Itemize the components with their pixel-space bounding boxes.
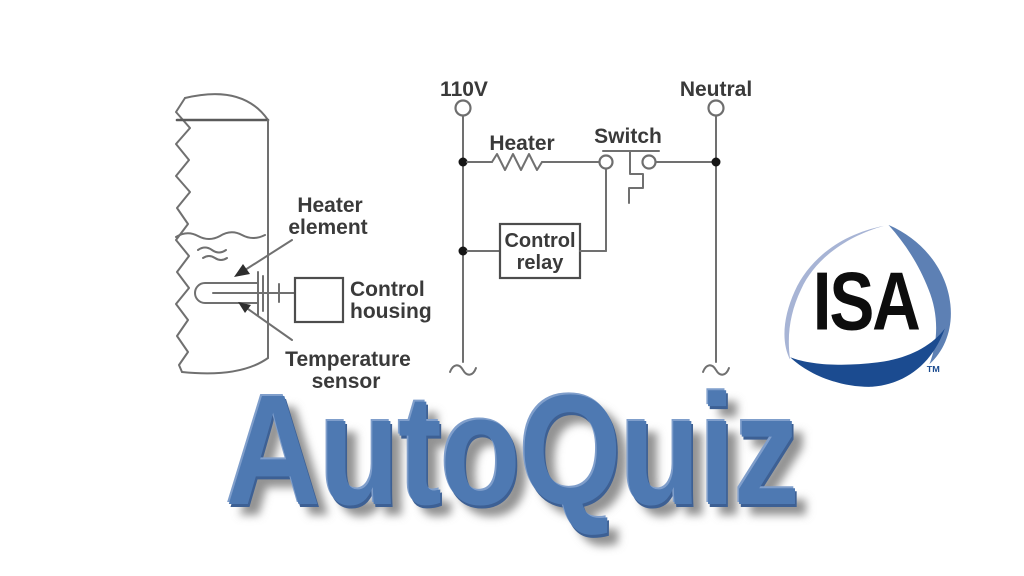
tank-left-torn-edge bbox=[175, 97, 191, 373]
tank-top-arc bbox=[184, 93, 269, 121]
isa-arc-mid bbox=[888, 224, 951, 365]
circuit-diagram: 110V Heater Switch Neutral bbox=[440, 78, 752, 376]
tank-bottom-arc bbox=[181, 357, 269, 375]
temperature-sensor-label-line2: sensor bbox=[312, 370, 381, 393]
control-housing-box bbox=[293, 276, 345, 324]
water-line bbox=[175, 231, 266, 240]
temperature-sensor-arrowhead bbox=[238, 302, 251, 313]
heater-label: Heater bbox=[489, 132, 554, 155]
isa-logo: ISA TM bbox=[784, 224, 951, 387]
supply-terminal-circle bbox=[454, 99, 472, 117]
isa-arc-dark bbox=[790, 328, 945, 387]
autoquiz-wordmark: AutoQuiz bbox=[225, 363, 800, 538]
junction-dot-relay bbox=[458, 246, 468, 256]
switch-left-contact bbox=[598, 154, 614, 170]
switch-actuator bbox=[628, 150, 644, 204]
isa-wordmark-group: ISA bbox=[813, 255, 922, 347]
isa-wordmark-text: ISA bbox=[813, 255, 920, 347]
control-housing-label-line2: housing bbox=[350, 300, 432, 323]
junction-dot-neutral bbox=[711, 157, 721, 167]
heater-element-arrowhead bbox=[234, 264, 250, 277]
water bbox=[175, 231, 266, 261]
switch-group: Switch bbox=[594, 125, 713, 204]
resistor-symbol bbox=[491, 153, 543, 171]
supply-voltage-label: 110V bbox=[440, 78, 488, 101]
water-ripple-1 bbox=[197, 246, 227, 254]
isa-trademark: TM bbox=[927, 364, 940, 374]
heater-element-label-line1: Heater bbox=[297, 194, 362, 217]
temperature-sensor-leader-line bbox=[247, 308, 293, 341]
heater-element-label-line2: element bbox=[288, 216, 367, 239]
heater-element-leader-line bbox=[244, 239, 293, 271]
control-relay-label-line1: Control bbox=[504, 230, 575, 252]
neutral-terminal-circle bbox=[707, 99, 725, 117]
temperature-sensor-label-line1: Temperature bbox=[285, 348, 411, 371]
control-relay-box bbox=[498, 222, 582, 280]
heater-branch: Heater bbox=[458, 132, 600, 171]
heater-element-shape bbox=[194, 282, 259, 304]
neutral-label: Neutral bbox=[680, 78, 752, 101]
control-relay-group: Control relay bbox=[458, 168, 607, 280]
supply-branch: 110V bbox=[440, 78, 488, 376]
switch-label: Switch bbox=[594, 125, 662, 148]
junction-dot-heater bbox=[458, 157, 468, 167]
tank-callouts: Heater element Control housing Temperatu… bbox=[234, 194, 432, 393]
control-relay-label-line2: relay bbox=[517, 252, 565, 274]
supply-break-squiggle bbox=[449, 364, 477, 376]
heater-assembly bbox=[194, 271, 345, 324]
switch-right-contact bbox=[641, 154, 657, 170]
control-housing-label-line1: Control bbox=[350, 278, 425, 301]
water-heater-diagram: Heater element Control housing Temperatu… bbox=[175, 93, 432, 393]
wordmark-container: AutoQuiz bbox=[0, 372, 1024, 529]
neutral-branch: Neutral bbox=[680, 78, 752, 376]
neutral-break-squiggle bbox=[702, 364, 730, 376]
water-ripple-2 bbox=[202, 255, 228, 261]
tank-outline bbox=[175, 93, 270, 375]
